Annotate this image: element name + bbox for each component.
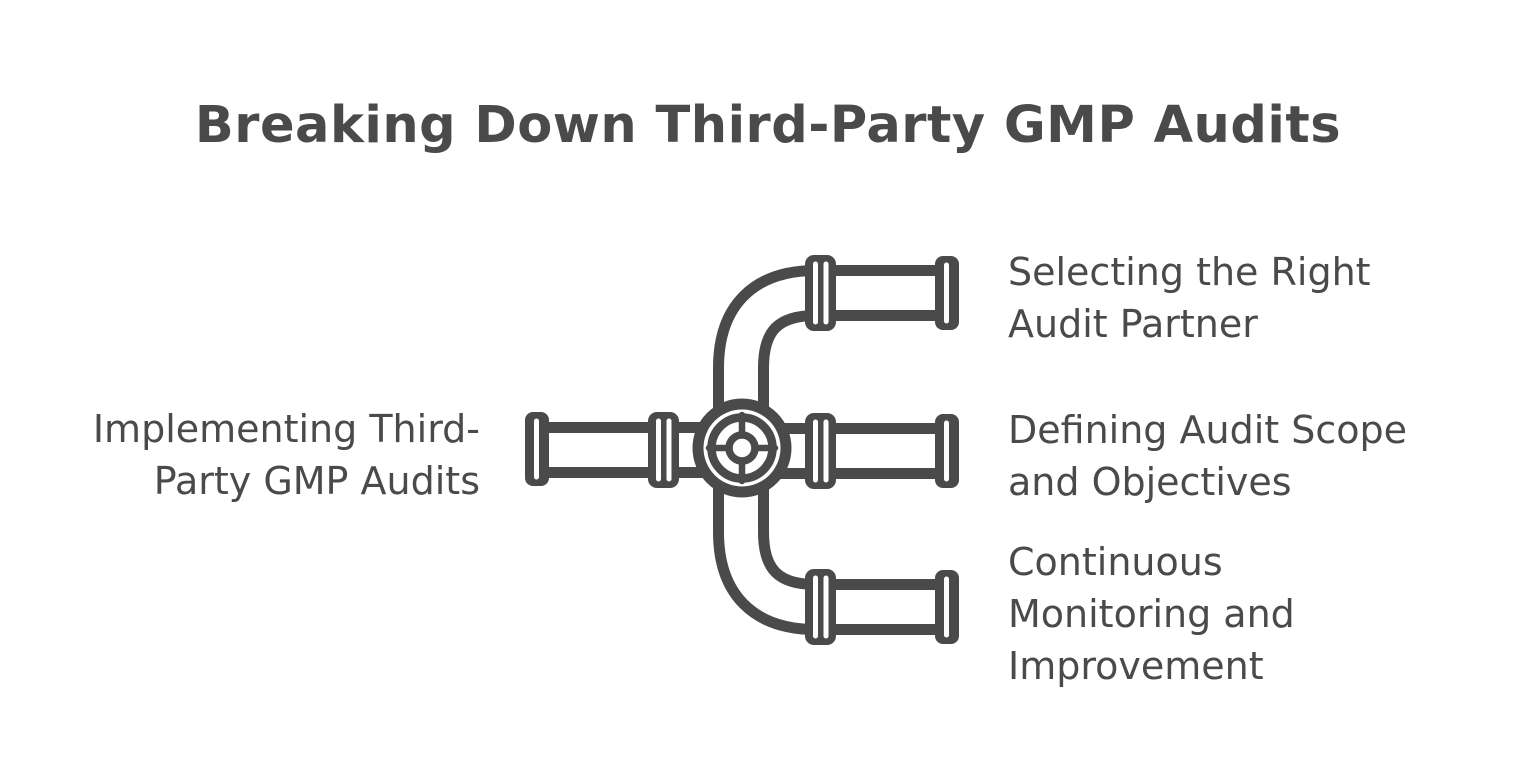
label-line: Selecting the Right	[1008, 250, 1371, 294]
flange-top-right	[805, 255, 836, 331]
page-title: Breaking Down Third-Party GMP Audits	[194, 96, 1342, 155]
endcap-middle-right	[935, 414, 959, 488]
endcap-bottom-right	[935, 570, 959, 644]
label-line: Defining Audit Scope	[1008, 408, 1407, 452]
branch-label-top: Selecting the Right Audit Partner	[1008, 246, 1371, 350]
flange-left	[648, 412, 679, 488]
flange-middle-right	[805, 413, 836, 489]
label-line: Audit Partner	[1008, 302, 1258, 346]
branch-label-middle: Defining Audit Scope and Objectives	[1008, 404, 1407, 508]
label-line: and Objectives	[1008, 460, 1292, 504]
valve-icon	[692, 398, 792, 498]
label-line: Party GMP Audits	[153, 459, 480, 503]
branch-label-bottom: Continuous Monitoring and Improvement	[1008, 536, 1295, 692]
endcap-left	[525, 412, 549, 486]
label-line: Improvement	[1008, 644, 1264, 688]
label-line: Monitoring and	[1008, 592, 1295, 636]
label-line: Continuous	[1008, 540, 1223, 584]
root-node-label: Implementing Third- Party GMP Audits	[93, 403, 480, 507]
flange-bottom-right	[805, 569, 836, 645]
pipe-manifold-valve-icon	[525, 255, 959, 645]
endcap-top-right	[935, 256, 959, 330]
label-line: Implementing Third-	[92, 407, 480, 451]
